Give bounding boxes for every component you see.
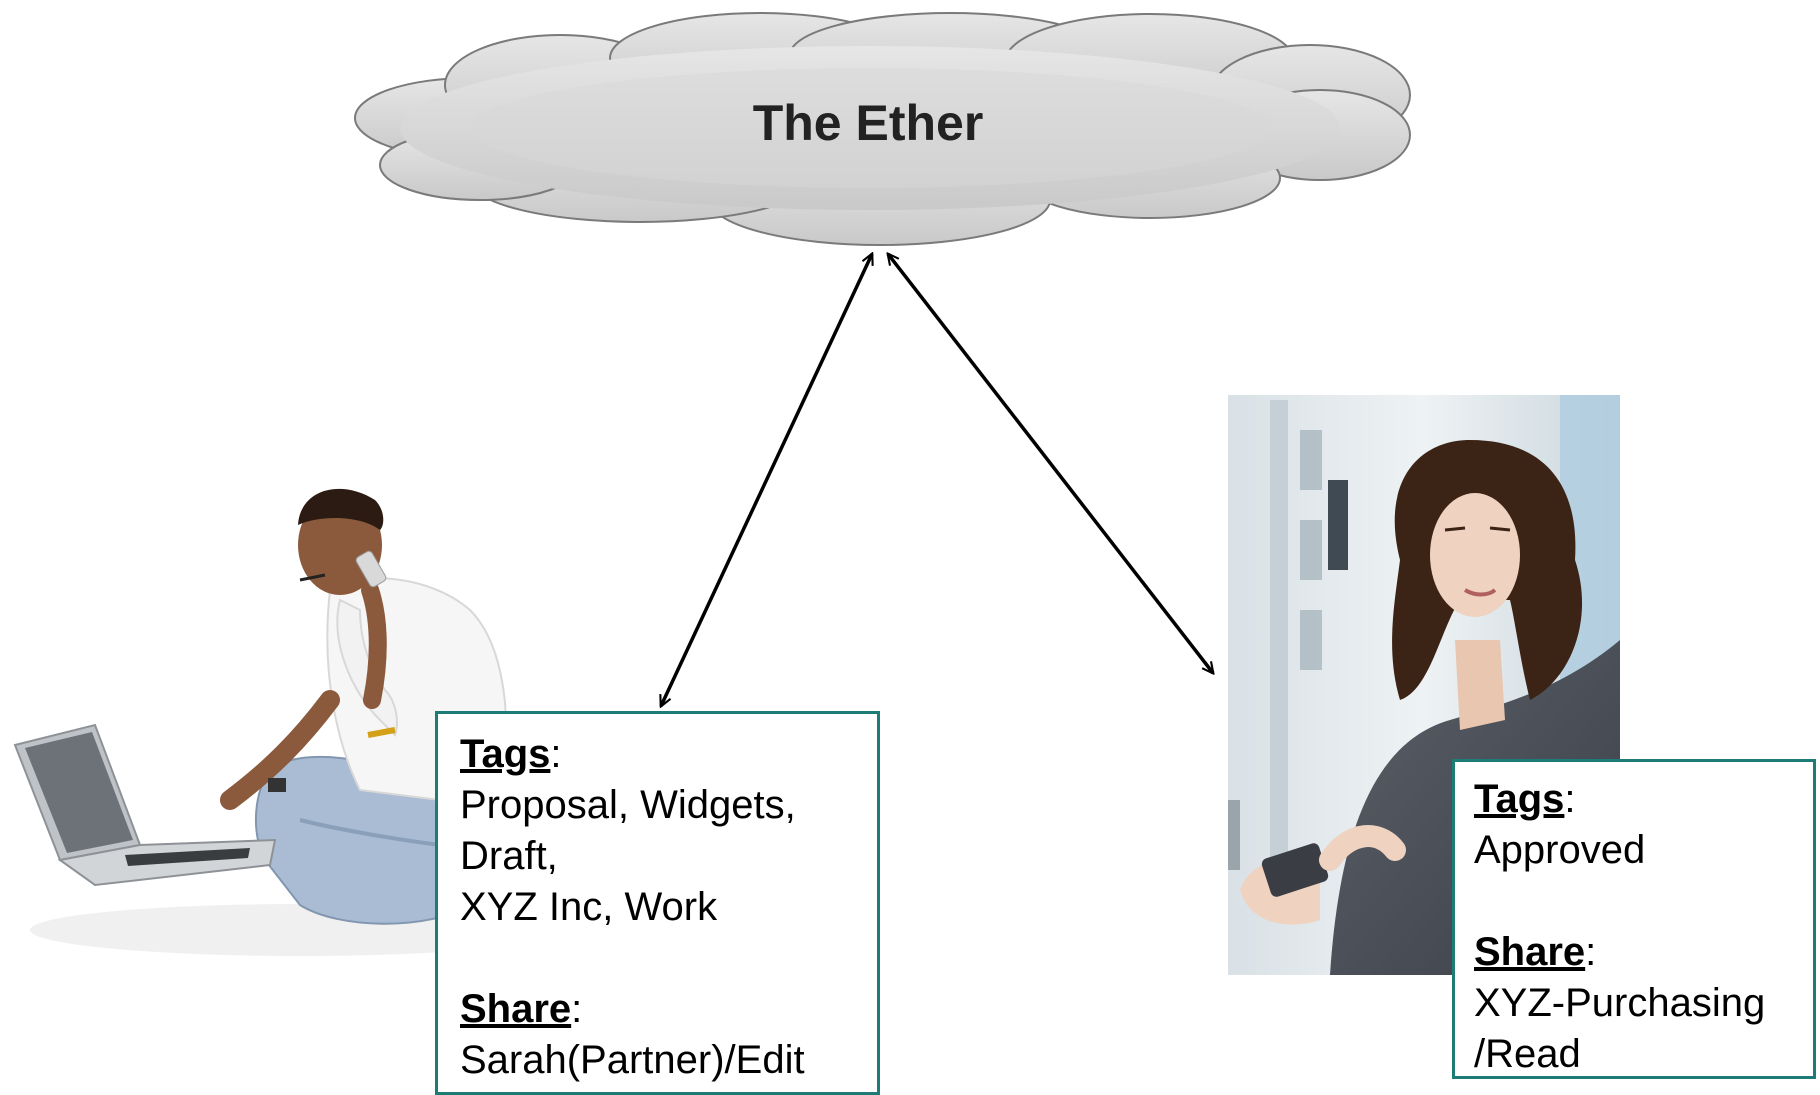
- right-share-line: /Read: [1474, 1032, 1581, 1076]
- left-tags-colon: :: [550, 732, 562, 776]
- ether-cloud: The Ether: [354, 12, 1411, 246]
- cloud-title: The Ether: [753, 95, 984, 151]
- right-tags-label: Tags: [1474, 777, 1565, 821]
- right-share-line: XYZ-Purchasing: [1474, 981, 1766, 1025]
- right-tags-colon: :: [1564, 777, 1576, 821]
- arrow-right: [888, 254, 1213, 673]
- left-info-card: Tags: Proposal, Widgets, Draft, XYZ Inc,…: [435, 711, 880, 1095]
- left-tags-row: Tags:: [460, 729, 877, 780]
- left-tags-label: Tags: [460, 732, 551, 776]
- left-share-line: Sarah(Partner)/Edit: [460, 1038, 805, 1082]
- right-info-card: Tags: Approved Share: XYZ-Purchasing /Re…: [1452, 759, 1816, 1079]
- right-share-colon: :: [1585, 930, 1597, 974]
- left-spacer: [460, 933, 877, 984]
- left-tag-line: XYZ Inc, Work: [460, 885, 718, 929]
- right-spacer: [1474, 876, 1813, 927]
- arrow-left: [661, 254, 872, 706]
- right-share-label: Share: [1474, 930, 1586, 974]
- left-tag-line: Proposal, Widgets,: [460, 783, 796, 827]
- right-share-row: Share:: [1474, 927, 1813, 978]
- right-tag-line: Approved: [1474, 828, 1646, 872]
- left-tag-line: Draft,: [460, 834, 558, 878]
- left-share-row: Share:: [460, 984, 877, 1035]
- left-share-colon: :: [571, 987, 583, 1031]
- left-share-label: Share: [460, 987, 572, 1031]
- right-tags-row: Tags:: [1474, 774, 1813, 825]
